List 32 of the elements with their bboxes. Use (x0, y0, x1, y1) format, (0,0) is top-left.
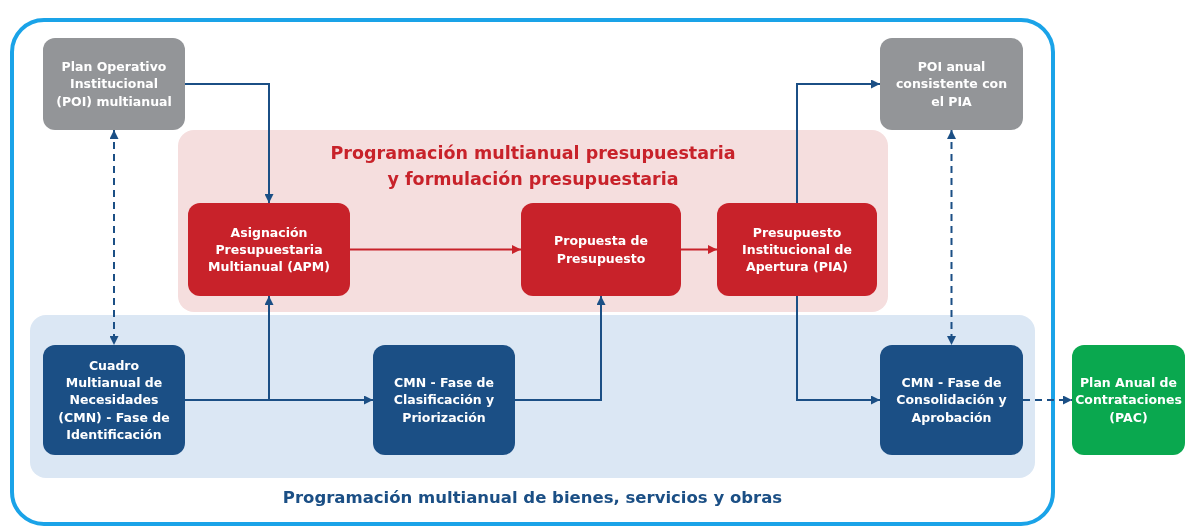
box-label: POI anual consistente con el PIA (894, 58, 1009, 110)
box-label: Plan Anual de Contrataciones (PAC) (1074, 374, 1183, 426)
process-box (43, 38, 185, 130)
process-box (717, 203, 877, 296)
process-box (373, 345, 515, 455)
box-label: CMN - Fase de Clasificación y Priorización (392, 374, 496, 426)
arrow (109, 129, 119, 346)
box-label: Cuadro Multianual de Necesidades (CMN) - Fase de Identificación (57, 356, 171, 444)
frame-border (10, 18, 1055, 526)
arrow (514, 295, 606, 401)
group-band (178, 130, 888, 312)
arrow (184, 395, 374, 405)
process-box (188, 203, 350, 296)
band-title: Programación multianual presupuestaria y formulación presupuestaria (329, 142, 737, 192)
arrow (680, 245, 718, 254)
box-label: Asignación Presupuestaria Multianual (APM) (207, 223, 331, 276)
process-box (43, 345, 185, 455)
arrow (1022, 395, 1073, 405)
process-box (880, 38, 1023, 130)
process-box (521, 203, 681, 296)
process-box (880, 345, 1023, 455)
box-label: CMN - Fase de Consolidación y Aprobación (895, 374, 1008, 426)
band-title: Programación multianual de bienes, servicios y obras (281, 487, 784, 509)
arrow (349, 245, 522, 254)
box-label: Propuesta de Presupuesto (553, 232, 649, 267)
arrow (796, 79, 881, 204)
arrow (184, 83, 274, 204)
box-label: Presupuesto Institucional de Apertura (PIA) (741, 223, 853, 276)
box-label: Plan Operativo Institucional (POI) multianual (55, 58, 173, 110)
arrow (796, 295, 881, 405)
process-box (1072, 345, 1185, 455)
arrow (947, 129, 956, 346)
